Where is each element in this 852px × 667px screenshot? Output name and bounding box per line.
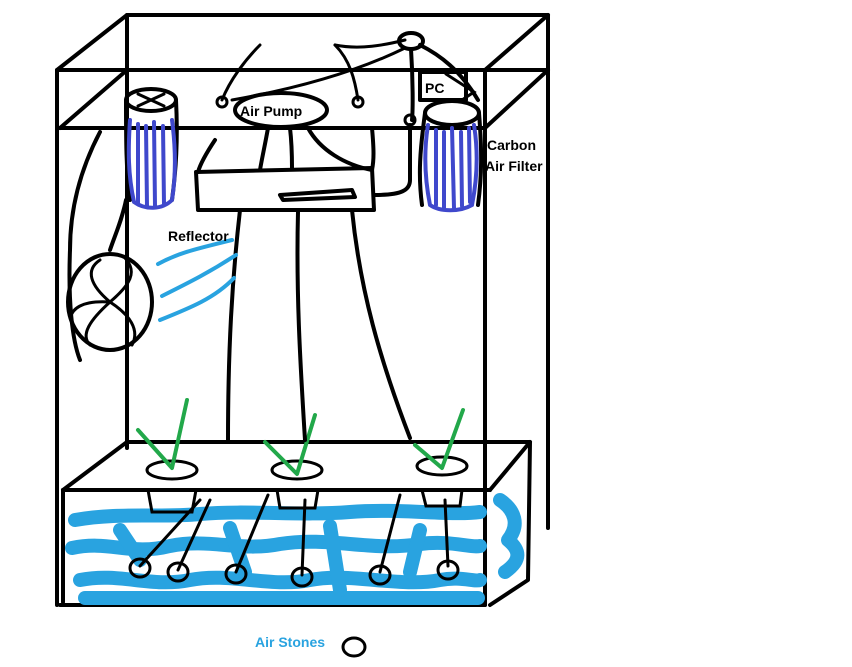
plants [136,398,465,476]
carbon-filter-left [124,87,179,210]
air-stone [368,564,392,586]
air-stone [436,559,460,581]
light-cords [226,208,412,442]
pc-label: PC [425,80,444,96]
air-stone [166,561,190,583]
air-stone-tubes [138,493,450,577]
oscillating-fan [66,252,154,352]
net-pots [146,488,464,514]
reflector-hood [194,126,376,212]
nutrient-water [65,493,525,605]
plant [136,398,189,470]
plant [413,408,465,470]
plant [263,413,317,476]
air-pump [215,38,407,129]
carbon-filter-label-line2: Air Filter [485,158,543,174]
air-stone [128,557,152,579]
air-stones [128,557,460,588]
air-stone [290,566,314,588]
air-stones-legend-label: Air Stones [255,634,325,650]
airflow-lines [156,238,238,322]
carbon-filter-label-line1: Carbon [487,137,536,153]
carbon-filter-right [417,99,484,213]
reflector-label: Reflector [168,228,229,244]
intake-duct [67,130,128,362]
air-pump-label: Air Pump [240,103,302,119]
air-stone-legend-icon [341,636,367,658]
air-stone [224,563,248,585]
plant-holes [145,455,469,481]
